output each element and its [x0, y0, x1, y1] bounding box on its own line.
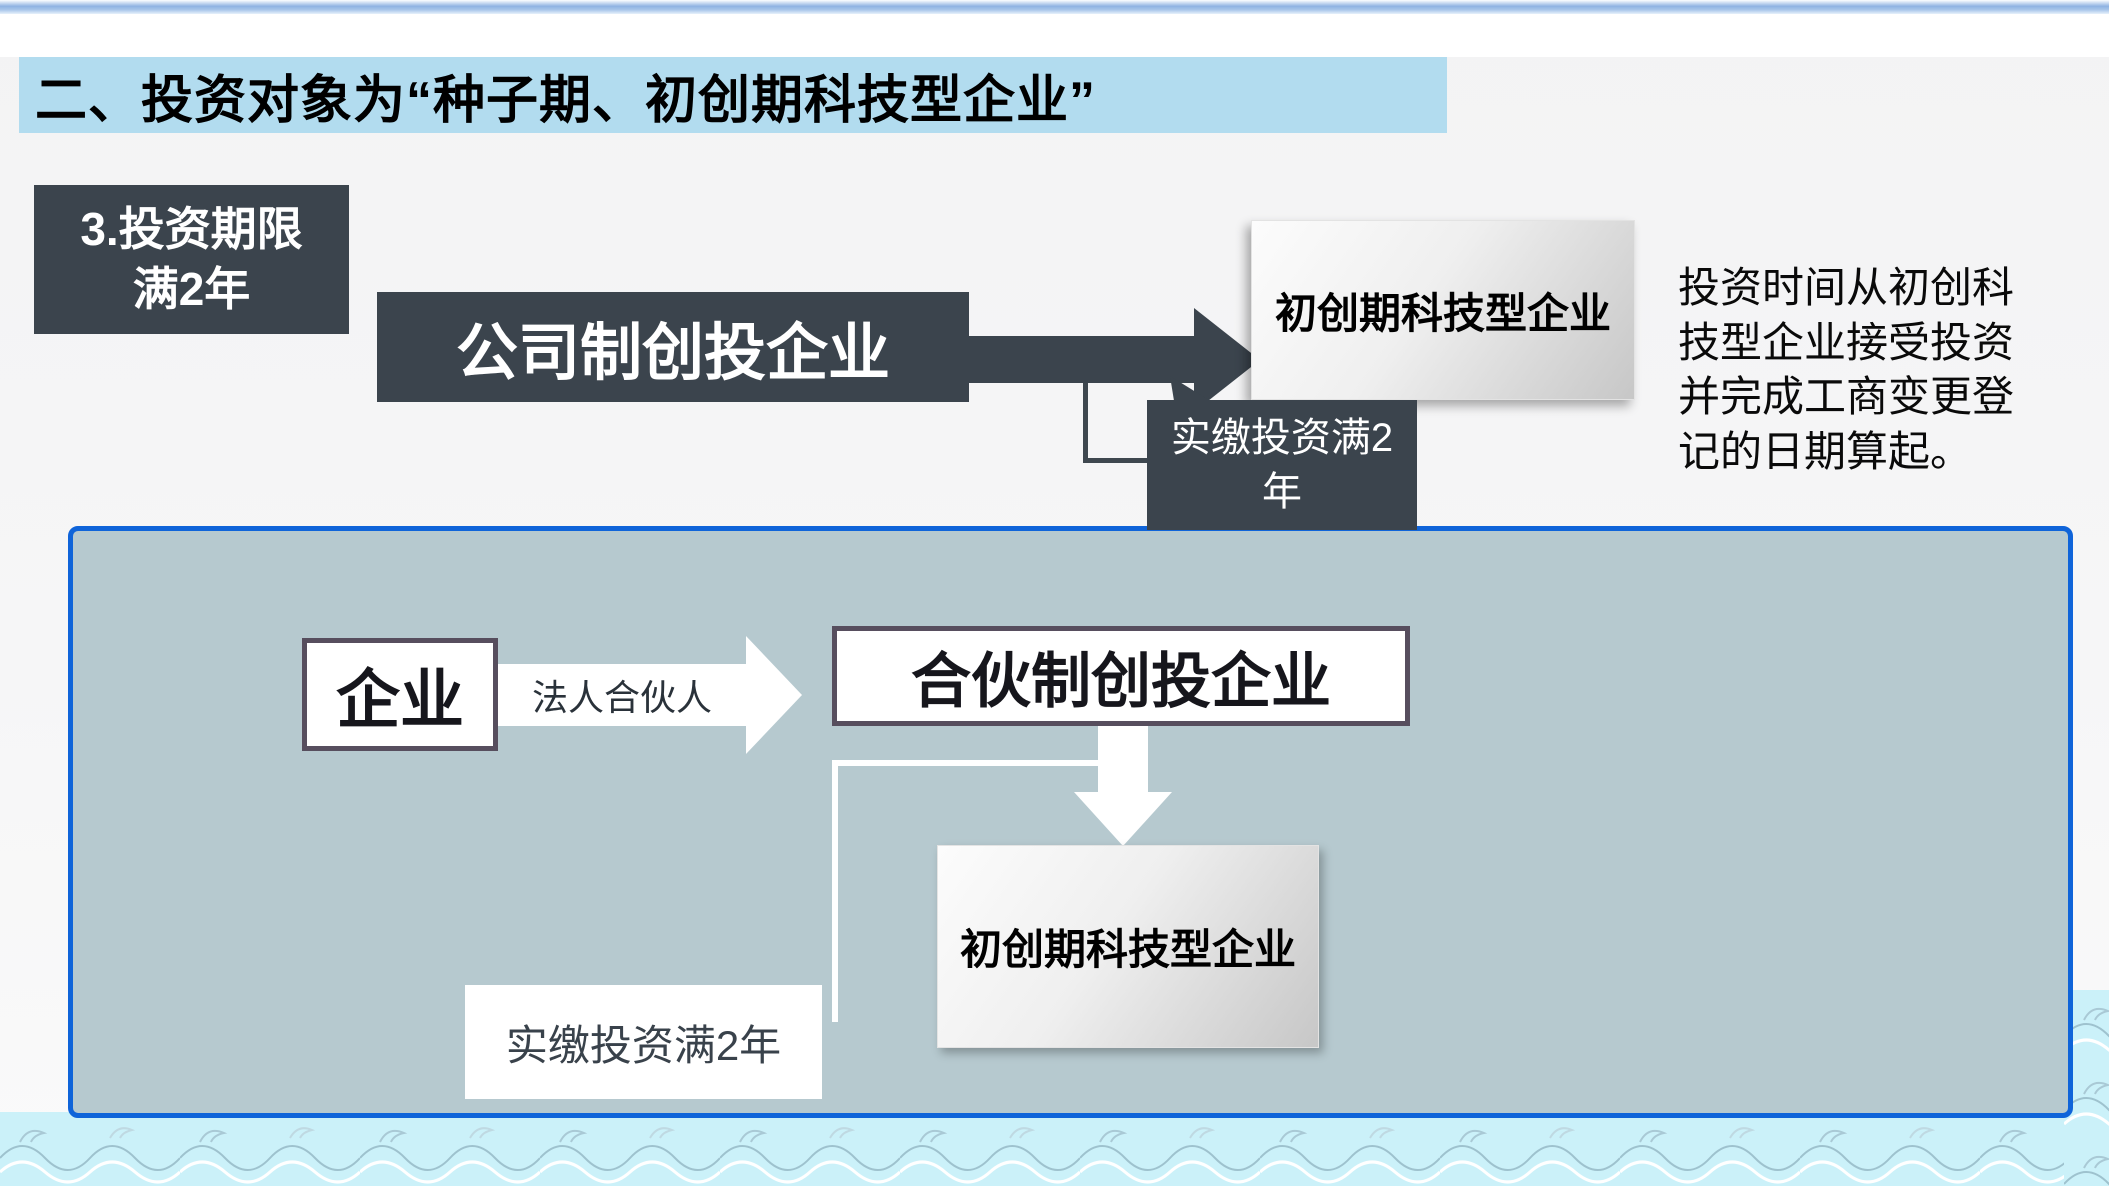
corporate-to-startup-arrow-head: [1194, 308, 1260, 412]
down-arrow-shaft: [1098, 726, 1148, 792]
slide-title: 二、投资对象为“种子期、初创期科技型企业”: [35, 71, 1097, 130]
header-spacer: [0, 14, 2109, 57]
legal-partner-arrow-head: [746, 636, 802, 754]
condition-connector-horizontal: [1083, 458, 1155, 463]
legal-partner-arrow-shaft: 法人合伙人: [498, 664, 746, 726]
bottom-condition-connector-horizontal: [832, 760, 1102, 766]
condition-connector-vertical: [1083, 383, 1088, 463]
enterprise-box: 企业: [302, 638, 498, 751]
investment-period-badge: 3.投资期限 满2年: [34, 185, 349, 334]
investment-note: 投资时间从初创科 技型企业接受投资 并完成工商变更登 记的日期算起。: [1678, 266, 2015, 476]
bottom-condition-connector-vertical: [832, 760, 838, 1022]
startup-tech-box-bottom: 初创期科技型企业: [937, 845, 1319, 1048]
down-arrow-head: [1074, 792, 1172, 846]
startup-tech-box-top: 初创期科技型企业: [1251, 220, 1635, 400]
wave-decoration-band: [0, 1112, 2109, 1186]
paid-in-condition-box: 实缴投资满2年: [465, 985, 822, 1099]
slide-title-bar: 二、投资对象为“种子期、初创期科技型企业”: [19, 57, 1447, 133]
partnership-vc-box: 合伙制创投企业: [832, 626, 1410, 726]
corporate-to-startup-arrow-shaft: [966, 336, 1196, 383]
legal-partner-arrow-label: 法人合伙人: [531, 677, 712, 718]
paid-in-condition-callout: 实缴投资满2 年: [1147, 400, 1417, 530]
top-gradient-strip: [0, 0, 2109, 14]
corporate-vc-box: 公司制创投企业: [377, 292, 969, 402]
